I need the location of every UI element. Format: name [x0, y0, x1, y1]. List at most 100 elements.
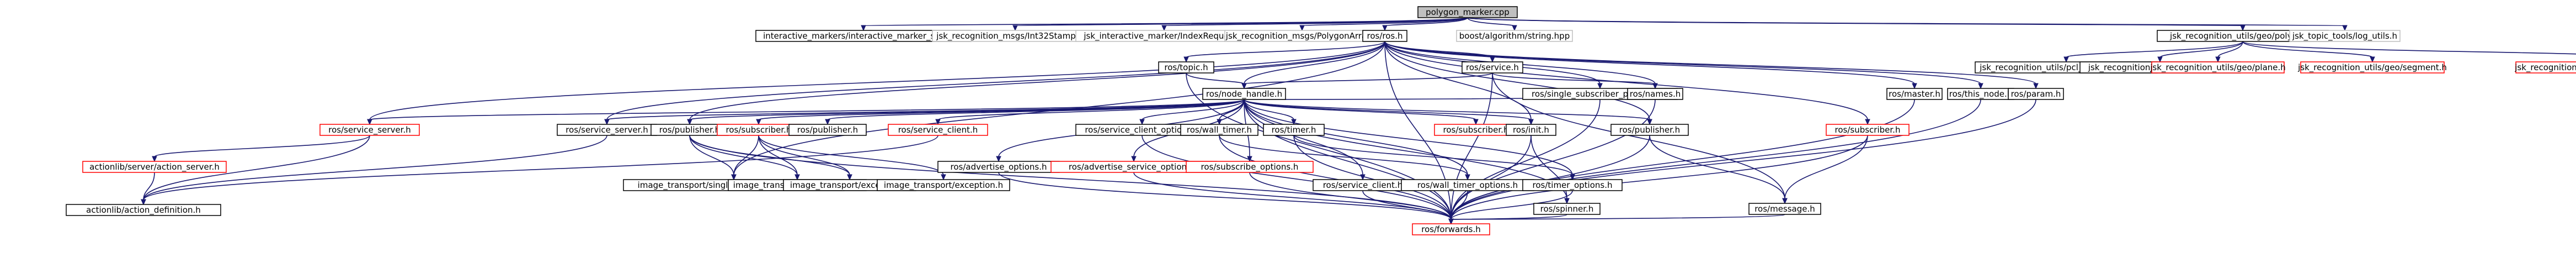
node-geo_polygon[interactable]: jsk_recognition_utils/geo/polygon.h: [2157, 30, 2329, 42]
node-label: actionlib/server/action_server.h: [89, 162, 220, 172]
node-adv_service_opts[interactable]: ros/advertise_service_options.h: [1050, 161, 1217, 173]
edge-service_h-to-names_h: [1492, 72, 1656, 85]
node-label: ros/service_client.h: [898, 125, 978, 135]
node-int32stamped[interactable]: jsk_recognition_msgs/Int32Stamped.h: [932, 30, 1098, 42]
edge-arrowhead: [141, 199, 146, 206]
edge-subscriber_r1-to-it_single_sub: [733, 135, 759, 176]
edge-arrowhead: [1865, 119, 1870, 125]
edge-arrowhead: [604, 119, 610, 125]
node-label: boost/algorithm/string.hpp: [1459, 31, 1570, 41]
node-label: jsk_recognition_msgs/PolygonArray.h: [1225, 31, 1378, 41]
node-box: [1610, 124, 1689, 136]
node-polyarray[interactable]: jsk_recognition_msgs/PolygonArray.h: [1224, 30, 1380, 42]
node-names_h[interactable]: ros/names.h: [1627, 88, 1683, 100]
node-service_server[interactable]: ros/service_server.h: [557, 124, 657, 136]
node-node_handle[interactable]: ros/node_handle.h: [1202, 88, 1286, 100]
edge-node_handle-to-init_h: [1244, 99, 1532, 120]
edge-geo_polygon-to-random_util: [2159, 41, 2243, 58]
node-service_h[interactable]: ros/service.h: [1462, 61, 1523, 73]
node-this_node[interactable]: ros/this_node.h: [1947, 88, 2014, 100]
node-ros_h[interactable]: ros/ros.h: [1362, 30, 1407, 42]
node-master_h[interactable]: ros/master.h: [1886, 88, 1943, 100]
edge-ros_h-to-publisher_a: [689, 41, 1385, 120]
edge-polygon_marker-to-boost_algo: [1467, 17, 1515, 27]
edge-service_server_r-to-action_server: [154, 135, 370, 157]
edge-arrowhead: [1912, 83, 1917, 90]
node-publisher_c[interactable]: ros/publisher.h: [1610, 124, 1689, 136]
edge-topic_h-to-node_handle: [1186, 72, 1245, 85]
node-label: ros/ros.h: [1367, 31, 1403, 41]
node-subscriber_r3[interactable]: ros/subscriber.h: [1826, 124, 1910, 136]
node-message_h[interactable]: ros/message.h: [1748, 203, 1821, 215]
node-box: [1412, 223, 1490, 235]
node-publisher_b[interactable]: ros/publisher.h: [788, 124, 867, 136]
edge-ros_h-to-service_server: [606, 41, 1385, 120]
edge-node_handle-to-service_client_options: [1142, 99, 1245, 120]
edge-node_handle-to-timer_h: [1244, 99, 1294, 120]
edge-arrowhead: [1299, 25, 1305, 31]
node-wall_timer_opts[interactable]: ros/wall_timer_options.h: [1401, 179, 1534, 191]
node-timer_opts[interactable]: ros/timer_options.h: [1522, 179, 1623, 191]
node-label: ros/subscribe_options.h: [1201, 162, 1299, 172]
edge-arrowhead: [935, 119, 941, 125]
node-label: ros/publisher.h: [797, 125, 858, 135]
edge-service_h-to-message_h: [1492, 72, 1785, 199]
edge-arrowhead: [1131, 156, 1137, 162]
node-advertise_opts[interactable]: ros/advertise_options.h: [937, 161, 1060, 173]
node-spinner_h[interactable]: ros/spinner.h: [1533, 203, 1601, 215]
node-label: jsk_recognition_msgs/Int32Stamped.h: [936, 31, 1094, 41]
node-box: [1627, 88, 1683, 100]
node-subscriber_r1[interactable]: ros/subscriber.h: [717, 124, 801, 136]
node-box: [2151, 61, 2285, 73]
node-geo_segment[interactable]: jsk_recognition_utils/geo/segment.h: [2297, 61, 2447, 73]
edge-ros_h-to-topic_h: [1186, 41, 1385, 58]
node-action_server[interactable]: actionlib/server/action_server.h: [82, 161, 227, 173]
edge-ros_h-to-publisher_c: [1384, 41, 1650, 120]
node-wall_timer[interactable]: ros/wall_timer.h: [1180, 124, 1258, 136]
node-box: [1180, 124, 1258, 136]
edge-subscribe_opts-to-forwards_h: [1249, 172, 1452, 220]
node-topic_h[interactable]: ros/topic.h: [1158, 61, 1214, 73]
node-it_exc2[interactable]: image_transport/exception.h: [877, 179, 1010, 191]
node-box: [1158, 61, 1214, 73]
edge-service_server_r-to-action_def: [143, 135, 370, 201]
node-service_client[interactable]: ros/service_client.h: [1313, 179, 1413, 191]
edge-wall_timer-to-wall_timer_opts: [1219, 135, 1468, 176]
node-service_server_r[interactable]: ros/service_server.h: [319, 124, 420, 136]
edge-arrowhead: [996, 156, 1001, 162]
node-action_def[interactable]: actionlib/action_definition.h: [66, 204, 221, 216]
node-imfeedback[interactable]: jsk_interactive_marker/IndexRequest.h: [1075, 30, 1253, 42]
edge-timer_opts-to-forwards_h: [1450, 190, 1573, 220]
edge-ros_h-to-param_h: [1384, 41, 2036, 85]
node-label: ros/service_client.h: [1323, 180, 1403, 191]
node-label: ros/advertise_options.h: [951, 162, 1047, 172]
node-label: ros/spinner.h: [1540, 204, 1594, 214]
node-geo_plane[interactable]: jsk_recognition_utils/geo/plane.h: [2150, 61, 2286, 73]
node-service_client_r[interactable]: ros/service_client.h: [888, 124, 988, 136]
node-init_h[interactable]: ros/init.h: [1506, 124, 1556, 136]
node-label: actionlib/action_definition.h: [86, 205, 201, 216]
node-polygon_marker[interactable]: polygon_marker.cpp: [1417, 6, 1518, 18]
node-label: ros/node_handle.h: [1206, 89, 1282, 99]
node-timer_h[interactable]: ros/timer.h: [1263, 124, 1325, 136]
node-publisher_a[interactable]: ros/publisher.h: [650, 124, 729, 136]
node-log_utils[interactable]: jsk_topic_tools/log_utils.h: [2289, 30, 2401, 42]
node-subscribe_opts[interactable]: ros/subscribe_options.h: [1186, 161, 1314, 173]
edge-geo_polygon-to-geo_segment: [2242, 41, 2373, 58]
edge-ros_h-to-node_handle: [1244, 41, 1385, 85]
node-label: ros/timer_options.h: [1533, 180, 1613, 191]
node-service_client_options[interactable]: ros/service_client_options.h: [1075, 124, 1209, 136]
edge-topic_h-to-forwards_h: [1186, 72, 1452, 220]
node-boost_algo[interactable]: boost/algorithm/string.hpp: [1456, 30, 1573, 42]
edge-arrowhead: [1465, 174, 1470, 181]
edge-arrowhead: [1161, 25, 1167, 31]
node-param_h[interactable]: ros/param.h: [2008, 88, 2064, 100]
node-label: ros/timer.h: [1272, 125, 1316, 135]
node-cam_depth[interactable]: jsk_recognition_utils/sensor_model/camer…: [2514, 61, 2576, 73]
node-label: ros/service_server.h: [566, 125, 648, 135]
node-label: ros/message.h: [1754, 204, 1815, 214]
node-box: [1506, 124, 1556, 136]
edge-ros_h-to-this_node: [1384, 41, 1981, 85]
node-subscriber_r2[interactable]: ros/subscriber.h: [1434, 124, 1518, 136]
node-forwards_h[interactable]: ros/forwards.h: [1412, 223, 1490, 235]
